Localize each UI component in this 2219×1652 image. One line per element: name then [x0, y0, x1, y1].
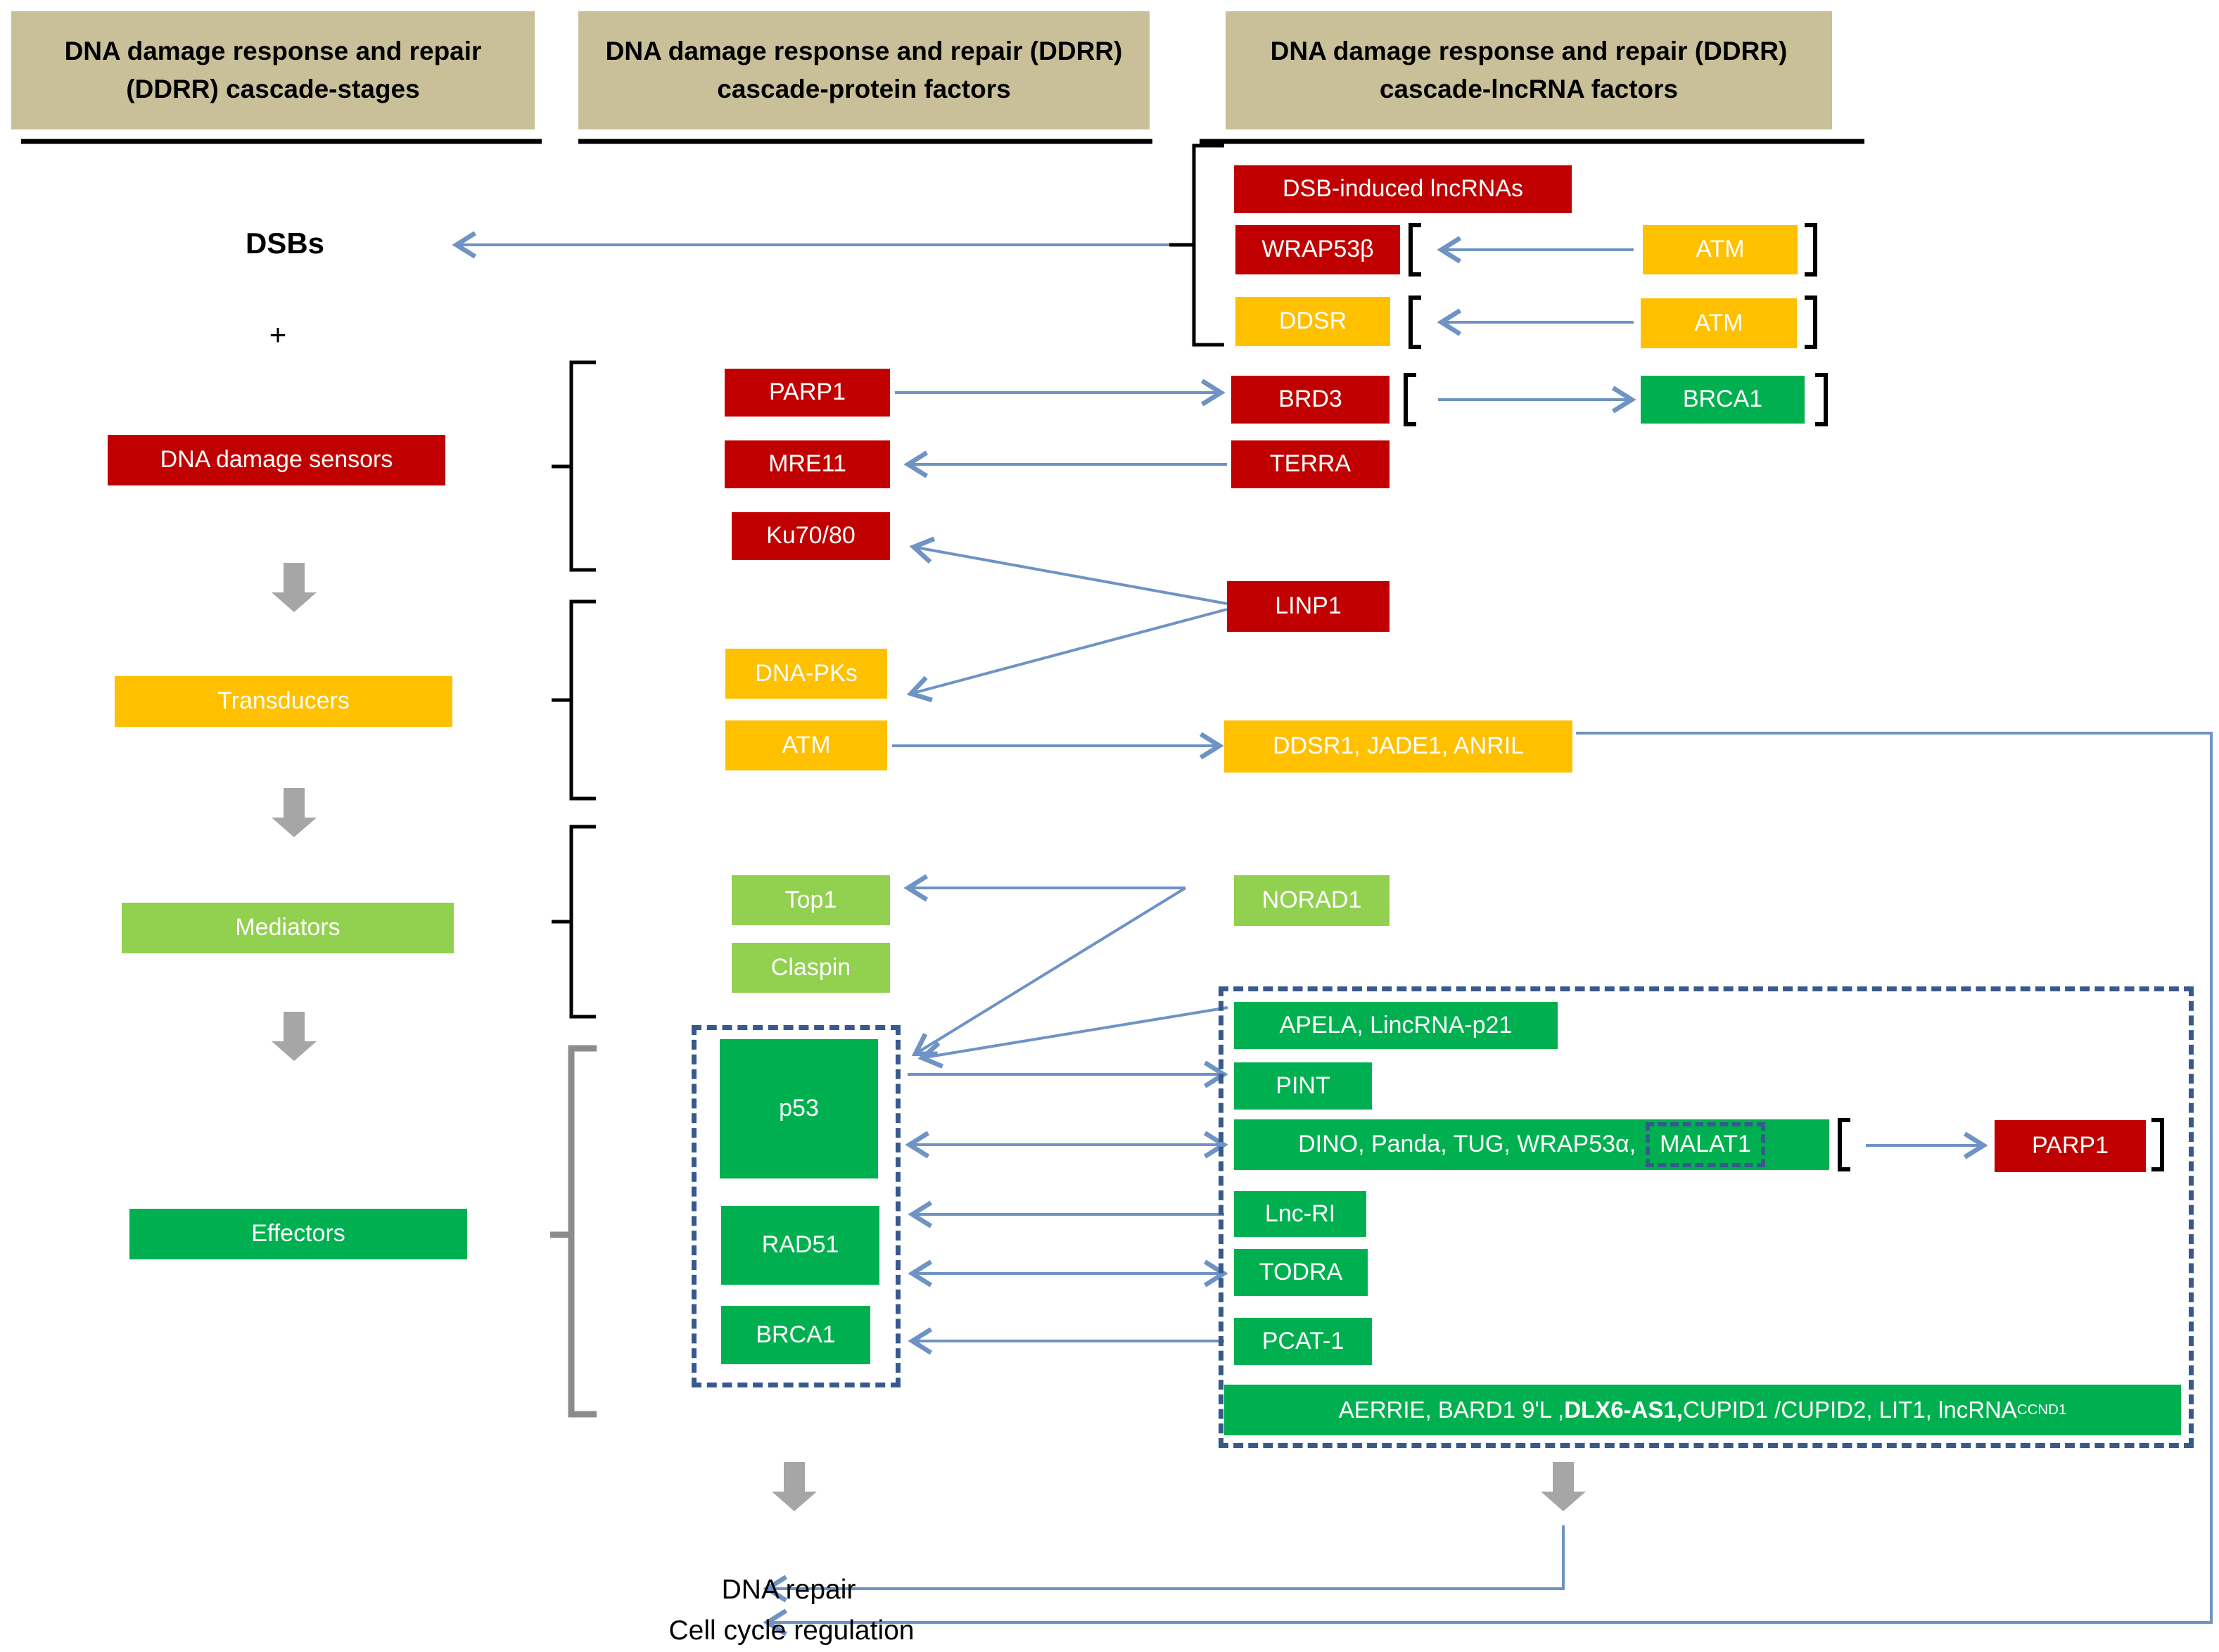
dino-row-text: DINO, Panda, TUG, WRAP53α, — [1298, 1131, 1636, 1158]
label-dna-repair: DNA repair — [721, 1575, 856, 1605]
node-dna-pks: DNA-PKs — [725, 649, 887, 699]
node-ddsr: DDSR — [1235, 297, 1390, 346]
header-cascade-lncrna-factors: DNA damage response and repair (DDRR) ca… — [1226, 11, 1832, 129]
node-linp1: LINP1 — [1227, 581, 1390, 632]
node-dino-panda-tug-wrap53a-malat1: DINO, Panda, TUG, WRAP53α, MALAT1 — [1234, 1119, 1829, 1170]
arrow-apela-to-p53 — [917, 1006, 1228, 1069]
label-plus: + — [269, 318, 287, 351]
dsb-lncrna-group-bracket — [1169, 144, 1224, 347]
mediator-protein-group-bracket — [552, 825, 596, 1019]
node-claspin: Claspin — [732, 943, 890, 993]
node-mre11: MRE11 — [725, 440, 890, 488]
arrow-linp1-to-dnapks — [906, 608, 1228, 703]
close-bracket-wrap53b-atm — [1805, 223, 1817, 277]
node-dna-damage-sensors: DNA damage sensors — [108, 435, 445, 485]
node-todra: TODRA — [1234, 1249, 1368, 1296]
dlx6-as1-bold-text: DLX6-AS1, — [1564, 1396, 1683, 1423]
arrow-linp1-to-ku7080 — [909, 536, 1228, 605]
node-malat1: MALAT1 — [1646, 1122, 1765, 1167]
arrow-norad1-to-p53 — [911, 887, 1187, 1057]
arrow-effectors-to-dna-repair — [763, 1525, 1565, 1603]
node-brd3: BRD3 — [1231, 376, 1390, 424]
node-transducers: Transducers — [115, 676, 452, 727]
node-dsb-induced-lncrnas: DSB-induced lncRNAs — [1234, 165, 1572, 213]
node-ddsr1-jade1-anril: DDSR1, JADE1, ANRIL — [1224, 720, 1572, 773]
label-dsbs: DSBs — [245, 227, 325, 260]
node-parp1-protein: PARP1 — [725, 369, 890, 417]
close-bracket-malat1-parp1 — [2151, 1118, 2164, 1171]
down-arrow-lncrna-effectors-output — [1541, 1462, 1586, 1511]
open-bracket-malat1-parp1 — [1838, 1118, 1850, 1171]
open-bracket-brd3-brca1 — [1404, 373, 1416, 426]
node-pint: PINT — [1234, 1062, 1372, 1110]
node-p53: p53 — [720, 1039, 878, 1178]
aerrie-row-text-2: CUPID1 /CUPID2, LIT1, lncRNA — [1682, 1396, 2017, 1423]
node-atm-protein: ATM — [725, 720, 887, 770]
down-arrow-mediators-to-effectors — [272, 1012, 317, 1061]
effector-proteins-dashed-box — [692, 1025, 901, 1387]
open-bracket-wrap53b-atm — [1409, 223, 1421, 277]
down-arrow-transducers-to-mediators — [272, 788, 317, 837]
node-effectors: Effectors — [129, 1209, 467, 1259]
node-lnc-ri: Lnc-RI — [1234, 1191, 1366, 1237]
node-top1: Top1 — [732, 875, 890, 925]
node-mediators: Mediators — [122, 903, 454, 953]
transducer-protein-group-bracket — [552, 599, 596, 801]
node-rad51: RAD51 — [721, 1206, 879, 1285]
node-pcat-1: PCAT-1 — [1234, 1318, 1372, 1365]
node-atm-lncrna-row1: ATM — [1643, 225, 1798, 274]
node-apela-lincrna-p21: APELA, LincRNA-p21 — [1234, 1002, 1558, 1049]
down-arrow-protein-effectors-output — [772, 1462, 817, 1511]
node-terra: TERRA — [1231, 440, 1390, 488]
node-brca1-protein: BRCA1 — [721, 1306, 870, 1364]
node-aerrie-row: AERRIE, BARD1 9'L , DLX6-AS1, CUPID1 /CU… — [1224, 1385, 2181, 1435]
down-arrow-sensors-to-transducers — [272, 563, 317, 612]
effector-lncrnas-dashed-box — [1219, 986, 2194, 1448]
node-parp1-lncrna-target: PARP1 — [1995, 1120, 2146, 1172]
header-cascade-protein-factors: DNA damage response and repair (DDRR) ca… — [578, 11, 1150, 129]
close-bracket-brd3-brca1 — [1815, 373, 1828, 426]
node-brca1-lncrna: BRCA1 — [1641, 376, 1805, 424]
stage-flow-arrows — [272, 563, 1586, 1511]
arrow-ddsr1-to-cell-cycle-regulation — [763, 732, 2213, 1637]
node-wrap53b: WRAP53β — [1235, 225, 1400, 274]
sensor-protein-group-bracket — [552, 360, 596, 572]
node-norad1: NORAD1 — [1234, 875, 1390, 926]
header-cascade-stages: DNA damage response and repair (DDRR) ca… — [11, 11, 535, 129]
aerrie-row-text: AERRIE, BARD1 9'L , — [1338, 1396, 1565, 1423]
label-cell-cycle-regulation: Cell cycle regulation — [668, 1615, 915, 1646]
ccnd1-subscript: CCND1 — [2016, 1402, 2067, 1418]
close-bracket-ddsr-atm — [1805, 296, 1817, 349]
open-bracket-ddsr-atm — [1409, 296, 1421, 349]
effector-protein-group-bracket — [550, 1045, 597, 1418]
node-ku70-80: Ku70/80 — [732, 512, 890, 560]
node-atm-lncrna-row2: ATM — [1641, 298, 1797, 348]
